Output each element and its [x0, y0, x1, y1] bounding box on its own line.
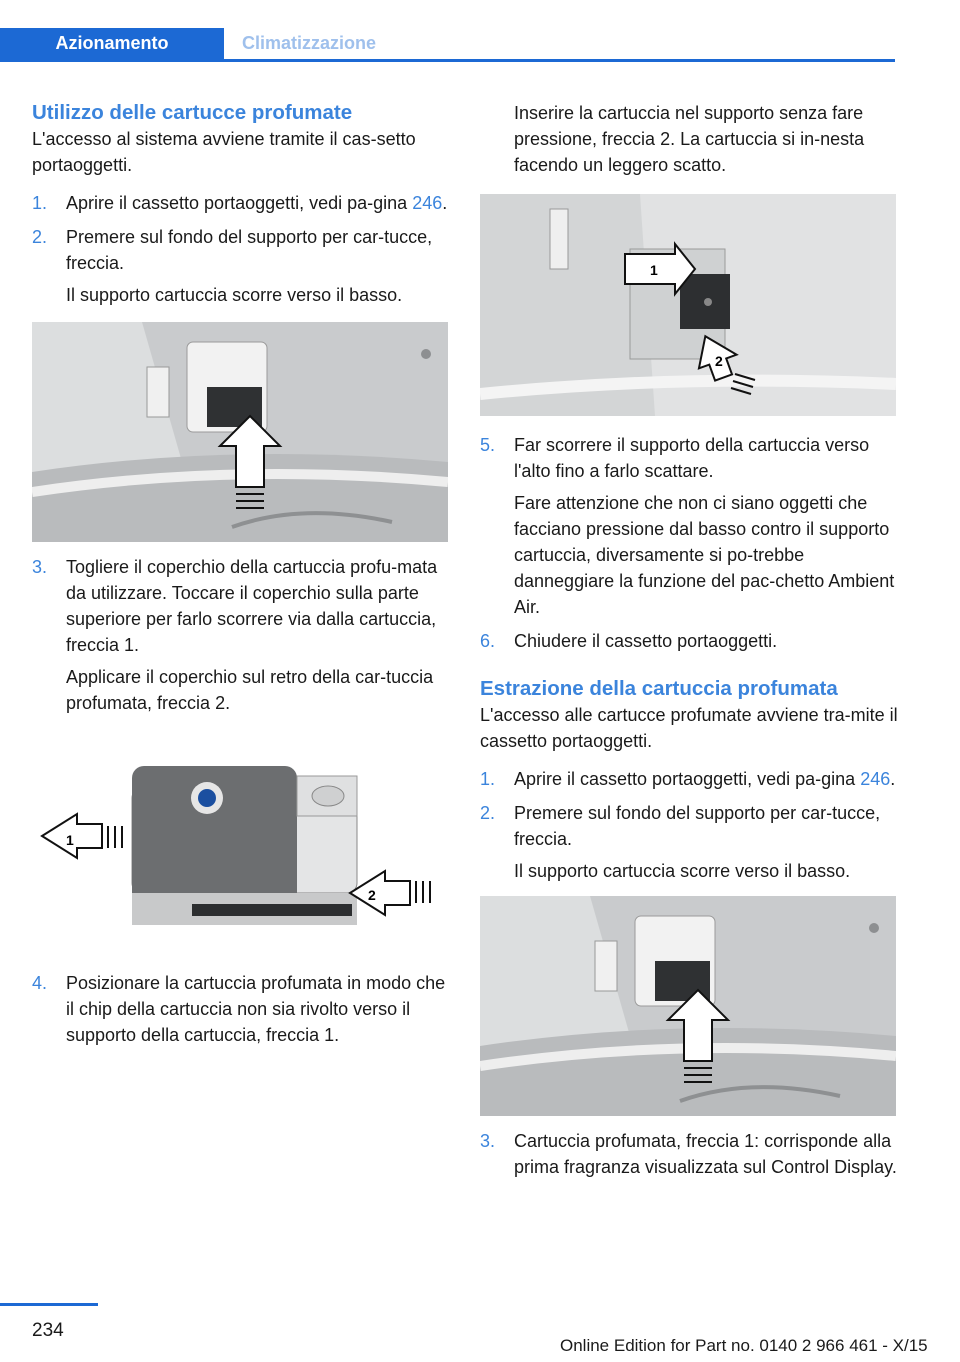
step-number: 5. — [480, 435, 496, 455]
step-number: 3. — [480, 1131, 496, 1151]
cartridge-illustration: 1 2 — [40, 766, 431, 925]
footer-rule — [0, 1303, 98, 1306]
intro-text: L'accesso al sistema avviene tramite il … — [32, 129, 416, 175]
arrow-label-2: 2 — [368, 887, 376, 903]
arrow-label-2: 2 — [715, 353, 723, 369]
tab-azionamento[interactable]: Azionamento — [0, 28, 224, 59]
arrow-label-1: 1 — [66, 832, 74, 848]
step-number: 3. — [32, 557, 48, 577]
glovebox-photo-2 — [480, 896, 896, 1116]
step-number: 1. — [32, 193, 48, 213]
step-number: 2. — [32, 227, 48, 247]
step-text: Aprire il cassetto portaoggetti, vedi pa… — [514, 769, 861, 789]
section-heading-removal: Estrazione della cartuccia profumata — [480, 677, 838, 700]
glovebox-photo-1 — [32, 322, 448, 542]
step-text: Premere sul fondo del supporto per car-t… — [66, 227, 433, 273]
page-link[interactable]: 246 — [412, 193, 443, 213]
step-text-end: . — [442, 193, 448, 213]
step-number: 2. — [480, 803, 496, 823]
step-note: Il supporto cartuccia scorre verso il ba… — [66, 285, 403, 305]
removal-step-1: 1. Aprire il cassetto portaoggetti, vedi… — [480, 766, 900, 792]
page-link[interactable]: 246 — [860, 769, 891, 789]
header-rule — [0, 59, 895, 62]
step-text: Togliere il coperchio della cartuccia pr… — [66, 557, 438, 655]
page-number: 234 — [32, 1320, 64, 1341]
insertion-photo: 1 2 — [480, 194, 896, 416]
step-note: Applicare il coperchio sul retro della c… — [66, 667, 434, 713]
step-6: 6. Chiudere il cassetto portaoggetti. — [480, 628, 900, 654]
removal-step-3: 3. Cartuccia profumata, freccia 1: corri… — [480, 1128, 900, 1180]
step-note: Il supporto cartuccia scorre verso il ba… — [514, 861, 851, 881]
tab-climatizzazione[interactable]: Climatizzazione — [241, 33, 377, 53]
step-text: Premere sul fondo del supporto per car-t… — [514, 803, 881, 849]
step-number: 6. — [480, 631, 496, 651]
step-text: Posizionare la cartuccia profumata in mo… — [66, 973, 446, 1045]
step-1: 1. Aprire il cassetto portaoggetti, vedi… — [32, 190, 452, 216]
removal-step-2: 2. Premere sul fondo del supporto per ca… — [480, 800, 900, 884]
step-2: 2. Premere sul fondo del supporto per ca… — [32, 224, 452, 308]
step-number: 4. — [32, 973, 48, 993]
step-text: Cartuccia profumata, freccia 1: corrispo… — [514, 1131, 897, 1177]
glovebox-illustration — [32, 322, 448, 542]
step-text-end: . — [890, 769, 896, 789]
right-column: Inserire la cartuccia nel supporto senza… — [480, 100, 900, 1188]
step-text: Far scorrere il supporto della cartuccia… — [514, 435, 870, 481]
step-4: 4. Posizionare la cartuccia profumata in… — [32, 970, 452, 1048]
edition-note: Online Edition for Part no. 0140 2 966 4… — [560, 1336, 928, 1355]
chapter-tabs: Azionamento Climatizzazione — [0, 0, 895, 62]
step-number: 1. — [480, 769, 496, 789]
intro-text-removal: L'accesso alle cartucce profumate avvien… — [480, 705, 898, 751]
step-text: Chiudere il cassetto portaoggetti. — [514, 631, 778, 651]
step-text: Aprire il cassetto portaoggetti, vedi pa… — [66, 193, 413, 213]
insertion-illustration: 1 2 — [480, 194, 896, 416]
step-note: Fare attenzione che non ci siano oggetti… — [514, 493, 895, 617]
insert-text: Inserire la cartuccia nel supporto senza… — [514, 103, 865, 175]
section-heading-use: Utilizzo delle cartucce profumate — [32, 101, 353, 124]
arrow-label-1: 1 — [650, 262, 658, 278]
left-column: Utilizzo delle cartucce profumate L'acce… — [32, 100, 452, 1056]
glovebox-illustration-2 — [480, 896, 896, 1116]
cartridge-cover-figure: 1 2 — [32, 728, 448, 958]
step-5: 5. Far scorrere il supporto della cartuc… — [480, 432, 900, 620]
step-3: 3. Togliere il coperchio della cartuccia… — [32, 554, 452, 716]
